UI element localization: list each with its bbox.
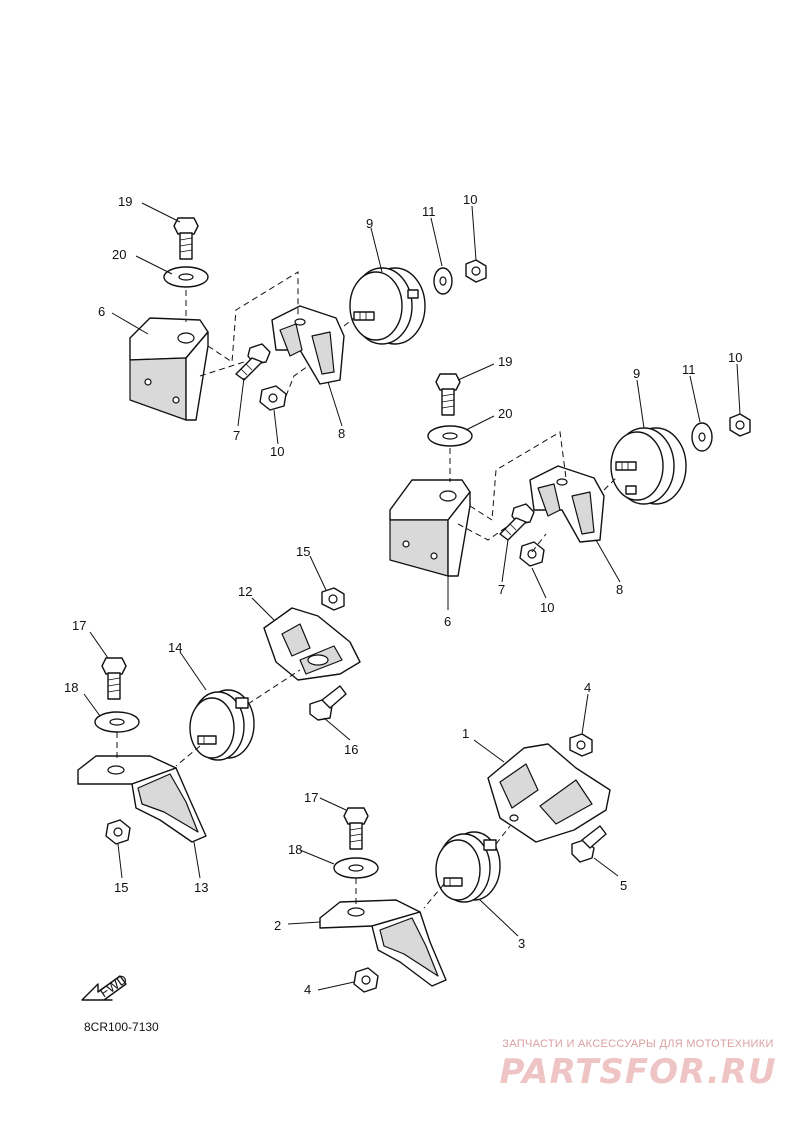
bolt-part (343, 807, 369, 850)
callout-numbers: 19 20 6 7 10 8 9 11 10 19 20 6 7 10 8 9 … (64, 192, 742, 997)
nut-part (259, 385, 287, 411)
nut-part (105, 819, 131, 845)
callout-8: 8 (338, 426, 345, 441)
nut-part (353, 967, 379, 993)
callout-10: 10 (728, 350, 742, 365)
watermark-logo: PARTSFOR.RU (499, 1052, 777, 1092)
callout-17: 17 (304, 790, 318, 805)
callout-17: 17 (72, 618, 86, 633)
callout-10: 10 (270, 444, 284, 459)
callout-19: 19 (498, 354, 512, 369)
assembly-upper-right (389, 373, 751, 577)
bracket-part (77, 755, 207, 843)
callout-6: 6 (444, 614, 451, 629)
assembly-lower-right (319, 733, 611, 993)
callout-18: 18 (288, 842, 302, 857)
callout-18: 18 (64, 680, 78, 695)
rubber-mount-part (189, 689, 255, 761)
callout-13: 13 (194, 880, 208, 895)
washer-part (333, 857, 379, 879)
washer-part (163, 266, 209, 288)
nut-part (729, 413, 751, 437)
callout-7: 7 (498, 582, 505, 597)
bolt-part (235, 343, 271, 381)
washer-part (427, 425, 473, 447)
nut-part (519, 541, 545, 567)
callout-7: 7 (233, 428, 240, 443)
callout-19: 19 (118, 194, 132, 209)
callout-4: 4 (304, 982, 311, 997)
bracket-part (529, 465, 605, 543)
callout-20: 20 (112, 247, 126, 262)
callout-6: 6 (98, 304, 105, 319)
rubber-mount-part (610, 427, 687, 505)
rubber-mount-part (349, 267, 426, 345)
callout-12: 12 (238, 584, 252, 599)
bracket-part (271, 305, 345, 385)
bolt-part (101, 657, 127, 700)
bracket-part (487, 743, 611, 843)
callout-4: 4 (584, 680, 591, 695)
callout-11: 11 (422, 204, 436, 219)
bracket-part (389, 479, 471, 577)
callout-11: 11 (682, 362, 696, 377)
fwd-arrow: FWD (81, 971, 130, 1001)
washer-part (94, 711, 140, 733)
bolt-part (173, 217, 199, 260)
callout-16: 16 (344, 742, 358, 757)
fwd-label: FWD (97, 971, 130, 1000)
callout-10: 10 (540, 600, 554, 615)
callout-14: 14 (168, 640, 182, 655)
bolt-part (571, 825, 607, 863)
nut-part (465, 259, 487, 283)
bracket-part (129, 317, 209, 421)
callout-15: 15 (114, 880, 128, 895)
assembly-upper-left (129, 217, 487, 421)
reference-code: 8CR100-7130 (84, 1020, 159, 1034)
bracket-part (319, 899, 447, 987)
callout-10: 10 (463, 192, 477, 207)
callout-1: 1 (462, 726, 469, 741)
callout-2: 2 (274, 918, 281, 933)
assembly-lower-left (77, 587, 361, 845)
callout-9: 9 (366, 216, 373, 231)
bolt-part (435, 373, 461, 416)
nut-part (321, 587, 345, 611)
rubber-mount-part (435, 831, 501, 903)
callout-15: 15 (296, 544, 310, 559)
washer-part (691, 422, 713, 452)
leader-lines (83, 202, 741, 991)
callout-5: 5 (620, 878, 627, 893)
callout-9: 9 (633, 366, 640, 381)
washer-part (433, 267, 453, 295)
callout-3: 3 (518, 936, 525, 951)
callout-20: 20 (498, 406, 512, 421)
callout-8: 8 (616, 582, 623, 597)
bolt-part (309, 685, 347, 721)
bolt-part (499, 503, 535, 541)
nut-part (569, 733, 593, 757)
watermark-tagline: ЗАПЧАСТИ И АКСЕССУАРЫ ДЛЯ МОТОТЕХНИКИ (502, 1038, 774, 1050)
bracket-part (263, 607, 361, 681)
